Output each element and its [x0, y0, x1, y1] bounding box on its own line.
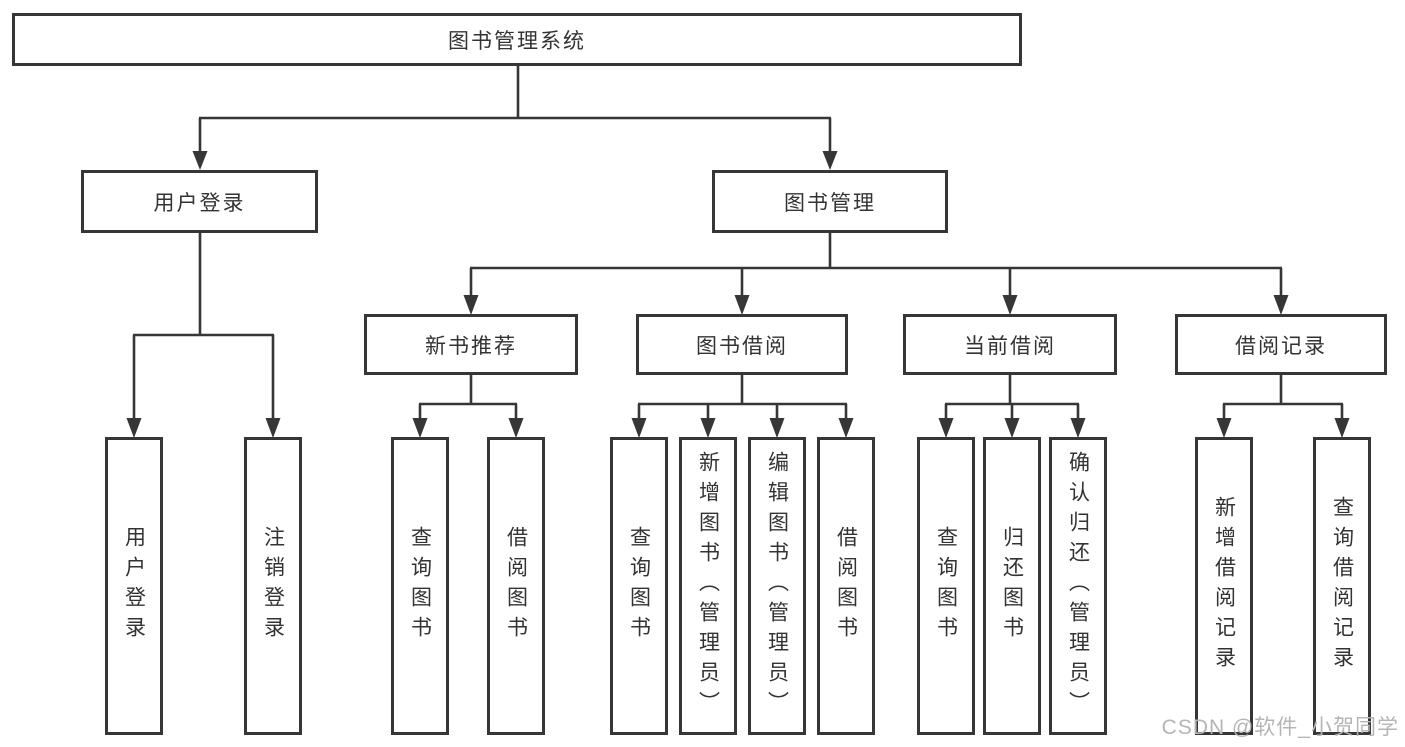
leaf-logout: 注销登录	[244, 437, 302, 735]
leaf-query-borrow-record: 查询借阅记录	[1313, 437, 1371, 735]
leaf-user-login: 用户登录	[105, 437, 163, 735]
leaf-add-books-admin: 新增图书（管理员）	[679, 437, 737, 735]
node-new-book-recommend: 新书推荐	[364, 314, 578, 375]
node-book-borrowing: 图书借阅	[636, 314, 848, 375]
node-library-management-system: 图书管理系统	[12, 13, 1022, 66]
leaf-add-borrow-record: 新增借阅记录	[1195, 437, 1253, 735]
node-borrowing-records: 借阅记录	[1175, 314, 1387, 375]
leaf-edit-books-admin: 编辑图书（管理员）	[748, 437, 806, 735]
node-user-login: 用户登录	[81, 170, 318, 233]
node-book-management: 图书管理	[712, 170, 948, 233]
node-current-borrowing: 当前借阅	[903, 314, 1117, 375]
leaf-borrow-books-recommend: 借阅图书	[487, 437, 545, 735]
csdn-watermark: CSDN @软件_小贺同学	[1161, 716, 1399, 739]
leaf-query-books-borrow: 查询图书	[610, 437, 668, 735]
leaf-confirm-return-admin: 确认归还（管理员）	[1049, 437, 1107, 735]
leaf-borrow-books: 借阅图书	[817, 437, 875, 735]
leaf-return-books: 归还图书	[983, 437, 1041, 735]
leaf-query-books-current: 查询图书	[917, 437, 975, 735]
leaf-query-books-recommend: 查询图书	[391, 437, 449, 735]
